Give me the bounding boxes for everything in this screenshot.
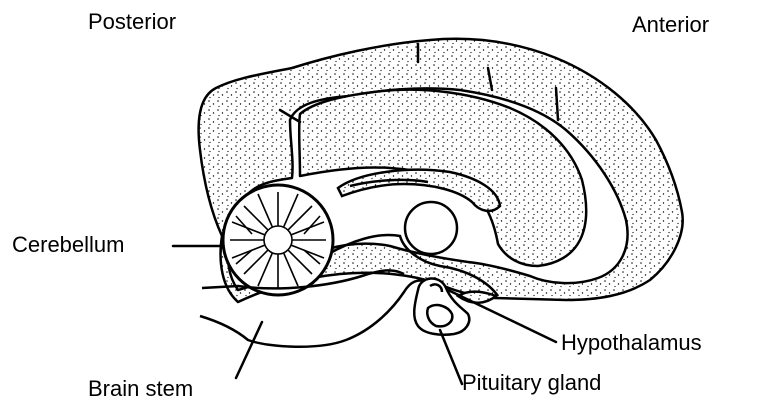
cerebellum (223, 185, 333, 295)
brain-stem-leader-line (236, 322, 262, 378)
brain-stem-label: Brain stem (88, 378, 193, 400)
cerebellum-label: Cerebellum (12, 234, 125, 256)
pituitary-leader-line (440, 330, 462, 384)
posterior-label: Posterior (88, 11, 176, 33)
anterior-label: Anterior (632, 14, 709, 36)
hypothalamus-label: Hypothalamus (561, 332, 702, 354)
thalamus (405, 202, 457, 254)
pituitary-gland-label: Pituitary gland (462, 372, 601, 394)
